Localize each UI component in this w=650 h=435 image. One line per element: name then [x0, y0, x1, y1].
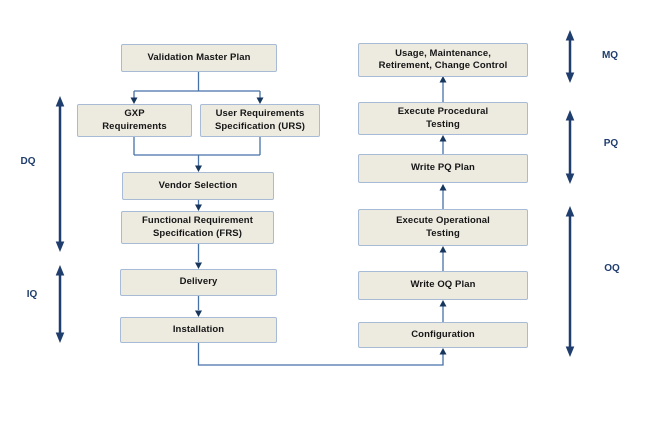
- dq-range-arrow: [55, 96, 65, 252]
- stage-label-oq: OQ: [604, 263, 620, 274]
- arrowhead-into-usage-box: [439, 76, 447, 83]
- arrowhead-into-delivery: [195, 262, 202, 269]
- connector-arrowheads: [130, 76, 447, 355]
- node-gxp-requirements: GXP Requirements: [77, 104, 192, 137]
- stage-label-mq: MQ: [601, 50, 619, 61]
- arrowhead-into-execute-procedural: [439, 135, 447, 142]
- connector-installation-to-configuration: [197, 343, 444, 366]
- stage-arrows: [55, 30, 575, 357]
- stage-label-iq: IQ: [26, 289, 38, 300]
- arrowhead-into-installation: [195, 310, 202, 317]
- arrowhead-into-gxp: [130, 97, 138, 104]
- node-delivery: Delivery: [120, 269, 277, 296]
- arrowhead-into-configuration: [439, 348, 447, 355]
- node-execute-operational-testing: Execute Operational Testing: [358, 209, 528, 246]
- node-write-pq-plan: Write PQ Plan: [358, 154, 528, 183]
- arrowhead-into-write-pq-plan: [439, 184, 447, 191]
- node-write-oq-plan: Write OQ Plan: [358, 271, 528, 300]
- oq-range-arrow: [565, 206, 575, 357]
- arrowhead-into-frs: [195, 204, 202, 211]
- node-installation: Installation: [120, 317, 277, 343]
- mq-range-arrow: [565, 30, 575, 83]
- node-execute-procedural-testing: Execute Procedural Testing: [358, 102, 528, 135]
- arrowhead-into-vendor-selection: [195, 165, 202, 172]
- node-user-requirements-specification: User Requirements Specification (URS): [200, 104, 320, 137]
- iq-range-arrow: [55, 265, 65, 343]
- stage-label-pq: PQ: [603, 138, 619, 149]
- node-functional-requirement-specification: Functional Requirement Specification (FR…: [121, 211, 274, 244]
- node-configuration: Configuration: [358, 322, 528, 348]
- connector-vmp-branch: [133, 72, 261, 98]
- connector-requirements-merge: [133, 137, 261, 166]
- node-usage-maintenance-retirement-change-control: Usage, Maintenance, Retirement, Change C…: [358, 43, 528, 77]
- pq-range-arrow: [565, 110, 575, 184]
- stage-label-dq: DQ: [20, 156, 36, 167]
- arrowhead-into-execute-operational: [439, 246, 447, 253]
- node-validation-master-plan: Validation Master Plan: [121, 44, 277, 72]
- arrowhead-into-write-oq-plan: [439, 300, 447, 307]
- arrowhead-into-urs: [256, 97, 264, 104]
- node-vendor-selection: Vendor Selection: [122, 172, 274, 200]
- connector-lines: [133, 72, 444, 366]
